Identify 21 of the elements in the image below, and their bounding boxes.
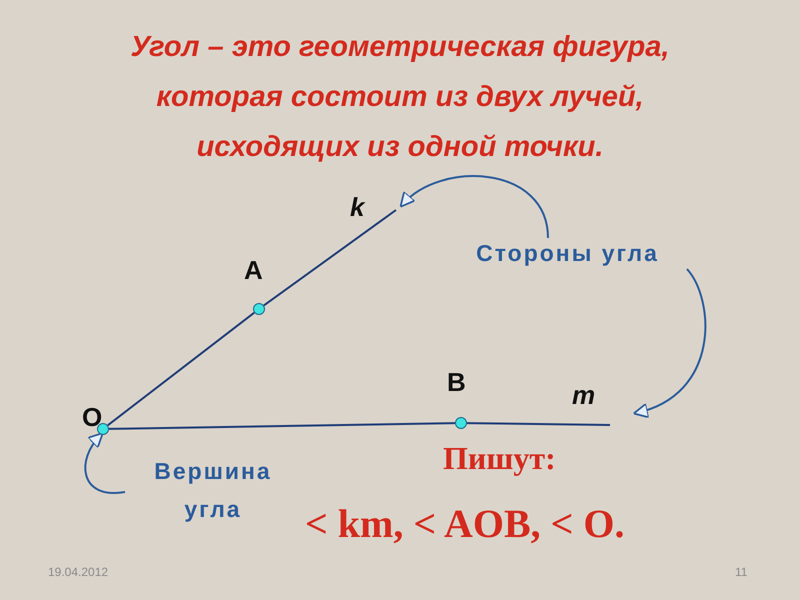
page-number: 11	[735, 565, 748, 579]
ray-line	[108, 422, 456, 430]
point-label: B	[447, 367, 466, 398]
ray-label: k	[350, 192, 364, 223]
curved-arrow	[84, 432, 126, 494]
date-text: 19.04.2012	[48, 565, 108, 579]
angle-notation: < km, < AOB, < O.	[305, 500, 625, 547]
annotation-text: Стороны угла	[440, 240, 695, 267]
point-dot	[455, 417, 467, 429]
title: Угол – это геометрическая фигура, которая состоит из двух лучей, исходящих из одной точки.	[130, 30, 670, 165]
ray-line	[263, 209, 397, 306]
curved-arrow	[632, 268, 706, 418]
point-label: O	[82, 402, 102, 433]
point-dot	[253, 303, 265, 315]
ray-label: m	[572, 380, 596, 411]
ray-line	[107, 312, 255, 426]
ray-line	[466, 422, 610, 426]
annotation-text: Вершина угла	[128, 452, 298, 528]
notation-heading: Пишут:	[443, 440, 556, 477]
curved-arrow	[399, 175, 549, 238]
point-label: A	[244, 255, 263, 286]
